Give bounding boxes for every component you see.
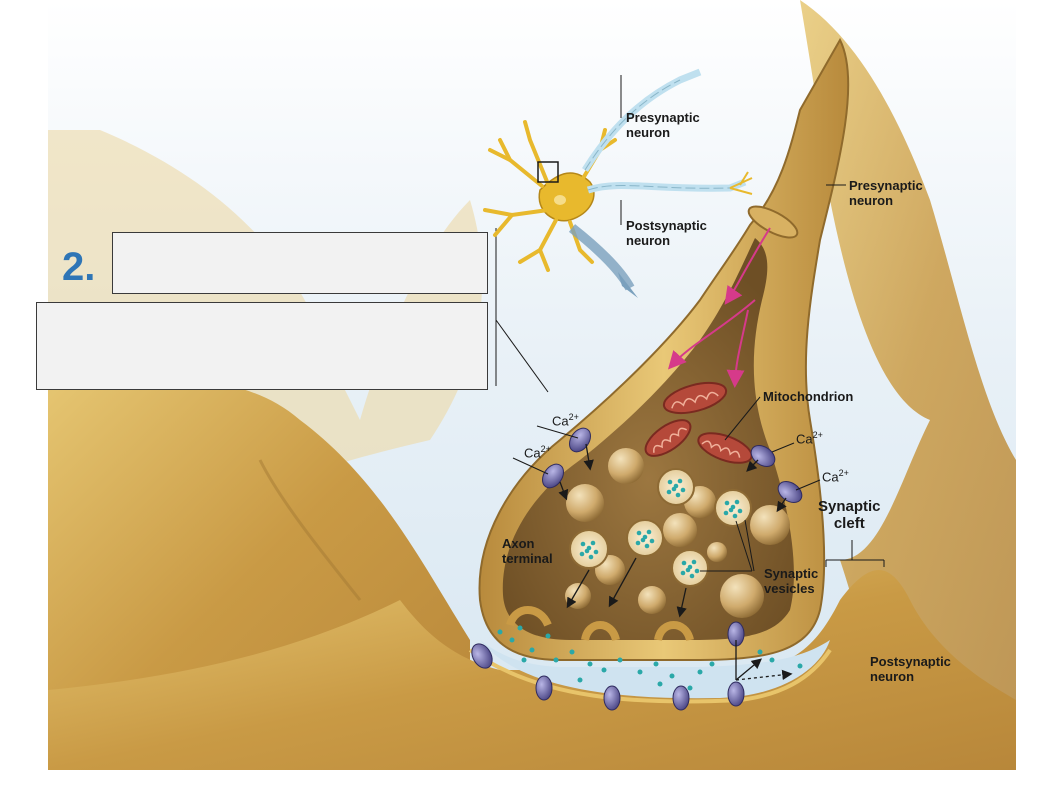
label-synaptic-cleft: Synaptic cleft	[818, 498, 881, 532]
neurotransmitter-dot	[723, 510, 729, 516]
label-postsynaptic-neuron-inset: Postsynaptic neuron	[626, 218, 707, 248]
cleft-neurotransmitter	[497, 625, 803, 691]
right-tissue	[800, 0, 1016, 770]
neurotransmitter-dot	[635, 540, 641, 546]
label-presynaptic-neuron-inset: Presynaptic neuron	[626, 110, 700, 140]
cleft-molecule-dot	[797, 663, 803, 669]
step-number: 2.	[62, 245, 96, 289]
mitochondrion	[662, 381, 728, 415]
cleft-molecule-dot	[569, 649, 575, 655]
cleft-molecule-dot	[637, 669, 643, 675]
cleft-molecule-dot	[521, 657, 527, 663]
neurotransmitter-dot	[730, 504, 736, 510]
cleft-molecule-dot	[517, 625, 523, 631]
cleft-molecule-dot	[577, 677, 583, 683]
neurotransmitter-dot	[732, 513, 738, 519]
answer-blank-1[interactable]	[112, 232, 488, 294]
neurotransmitter-dot	[646, 529, 652, 535]
label-presynaptic-neuron: Presynaptic neuron	[849, 178, 923, 208]
cleft-molecule-dot	[497, 629, 503, 635]
neurotransmitter-dot	[590, 540, 596, 546]
mitochondrion	[697, 432, 753, 464]
postsynaptic-receptors	[471, 621, 745, 711]
flow-arrow	[667, 299, 756, 370]
neurotransmitter-dot	[579, 551, 585, 557]
ion-label-ca: Ca2+	[552, 412, 579, 429]
cleft-molecule-dot	[653, 661, 659, 667]
label-mitochondrion: Mitochondrion	[763, 389, 854, 404]
cleft-molecule-dot	[617, 657, 623, 663]
inset-neuron	[483, 68, 753, 298]
neurotransmitter-dot	[588, 554, 594, 560]
cleft-molecule-dot	[769, 657, 775, 663]
label-synaptic-vesicles: Synaptic vesicles	[764, 566, 819, 596]
neurotransmitter-dot	[680, 570, 686, 576]
neurotransmitter-dot	[677, 478, 683, 484]
leader-lines	[495, 75, 885, 572]
flow-arrow	[724, 227, 771, 305]
cleft-molecule-dot	[697, 669, 703, 675]
neurotransmitter-dot	[681, 560, 687, 566]
cleft-molecule-dot	[687, 685, 693, 691]
neurotransmitter-dot	[737, 508, 743, 514]
pointer-arrows	[558, 443, 793, 681]
neurotransmitter-dot	[673, 483, 679, 489]
neurotransmitter-dot	[593, 549, 599, 555]
vesicles-empty	[565, 448, 790, 618]
neurotransmitter-dot	[580, 541, 586, 547]
ion-label-ca: Ca2+	[524, 444, 551, 461]
neurotransmitter-dot	[586, 545, 592, 551]
neurotransmitter-dot	[675, 492, 681, 498]
cleft-molecule-dot	[509, 637, 515, 643]
neurotransmitter-dot	[724, 500, 730, 506]
neurotransmitter-dot	[667, 479, 673, 485]
neurotransmitter-dot	[642, 534, 648, 540]
cleft-molecule-dot	[529, 647, 535, 653]
cleft-molecule-dot	[669, 673, 675, 679]
answer-blank-2[interactable]	[36, 302, 488, 390]
neurotransmitter-dot	[689, 573, 695, 579]
cleft-molecule-dot	[587, 661, 593, 667]
neurotransmitter-dot	[734, 499, 740, 505]
mitochondrion	[644, 419, 692, 457]
neurotransmitter-dot	[691, 559, 697, 565]
neurotransmitter-dot	[687, 564, 693, 570]
neurotransmitter-dot	[666, 489, 672, 495]
neurotransmitter-dot	[644, 543, 650, 549]
neurotransmitter-dot	[649, 538, 655, 544]
cleft-molecule-dot	[545, 633, 551, 639]
flow-arrow	[726, 309, 749, 388]
cleft-molecule-dot	[553, 657, 559, 663]
cleft-molecule-dot	[757, 649, 763, 655]
calcium-channels-presynaptic	[542, 427, 803, 503]
neurotransmitter-dot	[636, 530, 642, 536]
cleft-molecule-dot	[601, 667, 607, 673]
label-axon-terminal: Axon terminal	[502, 536, 553, 566]
cleft-molecule-dot	[709, 661, 715, 667]
cleft-molecule-dot	[657, 681, 663, 687]
neurotransmitter-dot	[694, 568, 700, 574]
neurotransmitter-molecules	[579, 478, 743, 579]
label-postsynaptic-neuron: Postsynaptic neuron	[870, 654, 951, 684]
synaptic-cleft-fluid	[480, 640, 830, 699]
ion-label-ca: Ca2+	[822, 468, 849, 485]
ion-label-ca: Ca2+	[796, 430, 823, 447]
neurotransmitter-dot	[680, 487, 686, 493]
